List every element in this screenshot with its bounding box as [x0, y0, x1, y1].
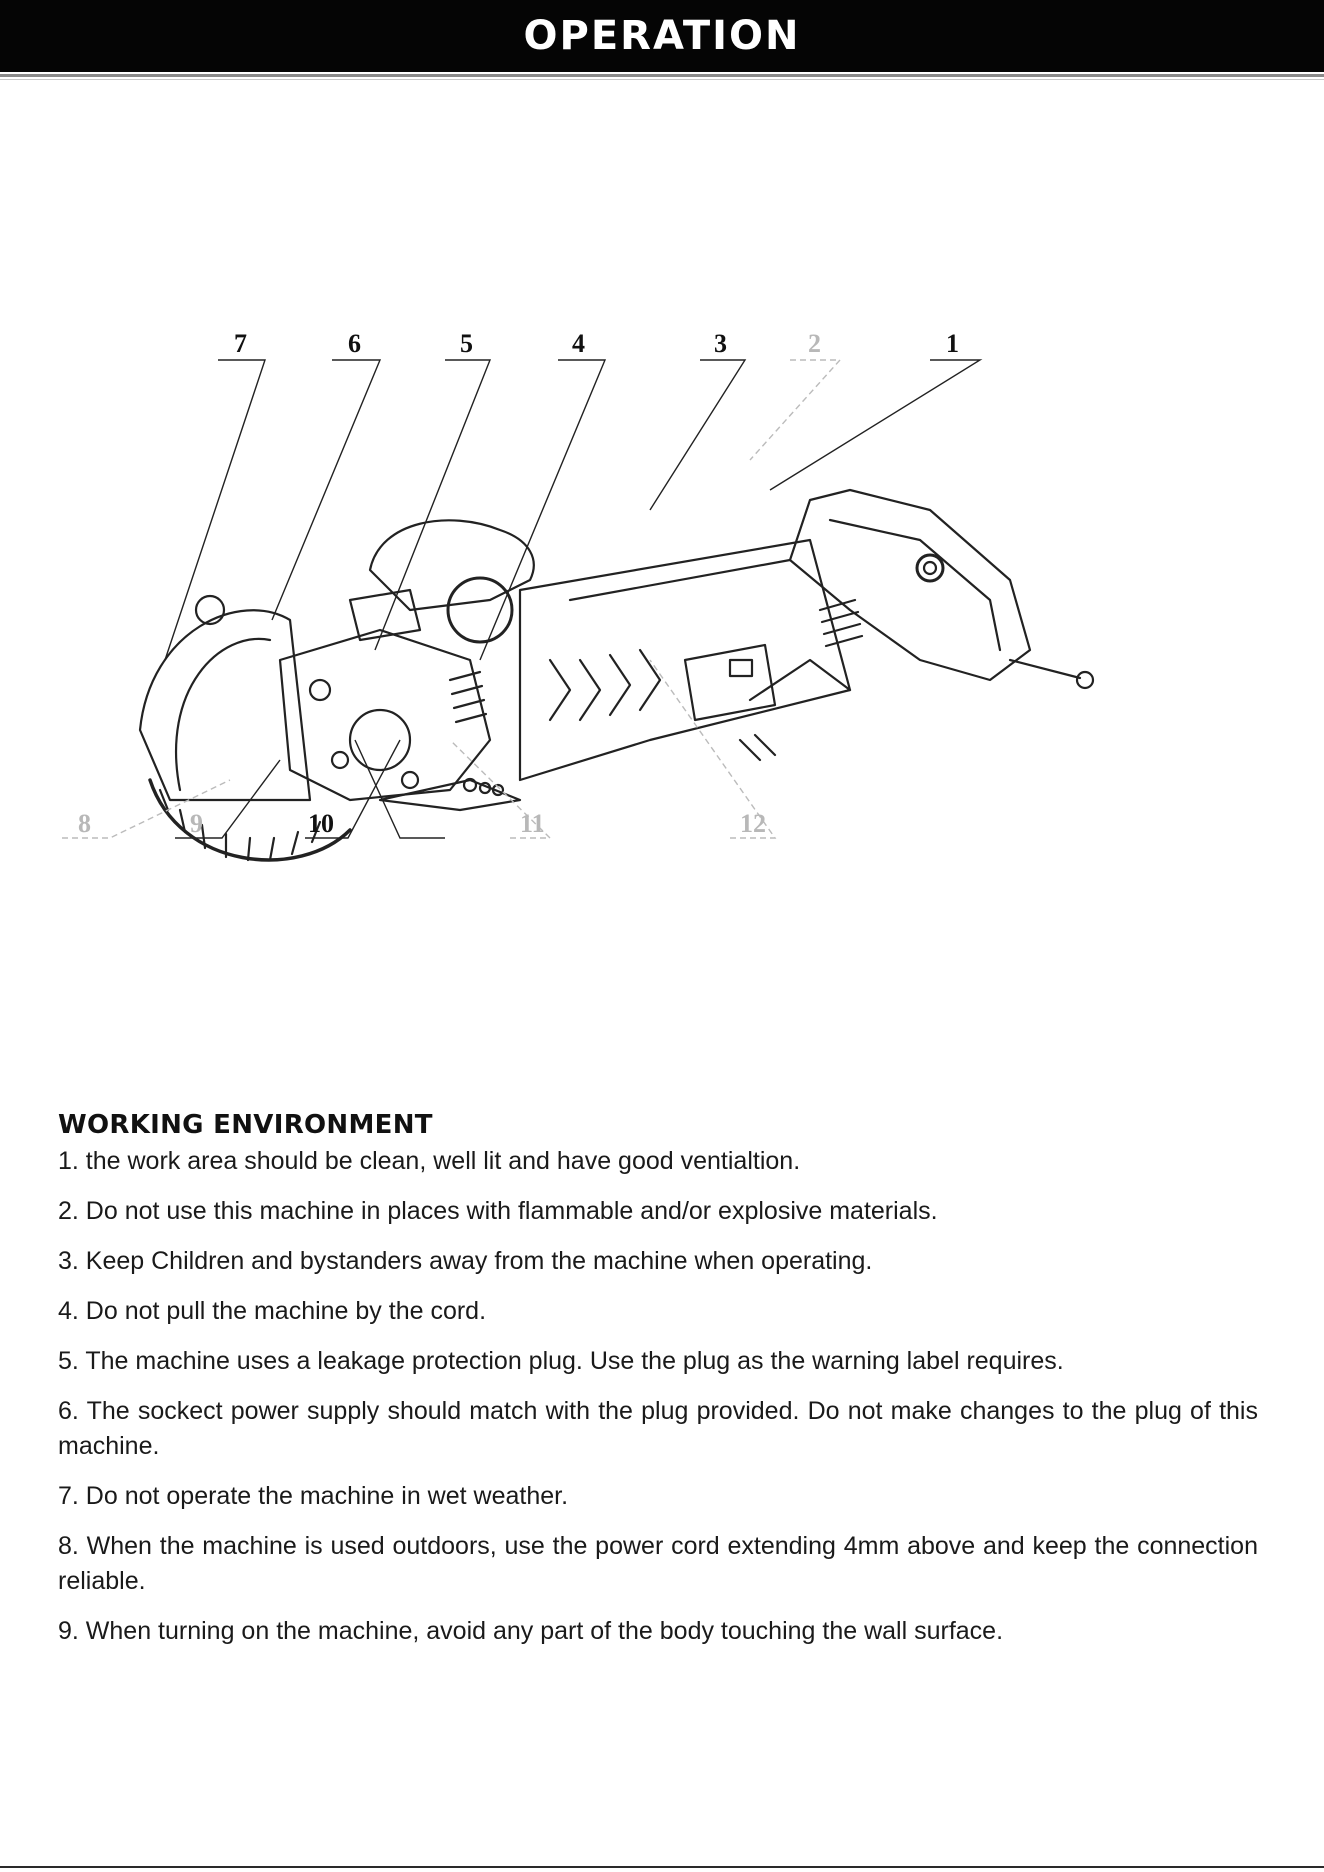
switch-knob [915, 553, 945, 583]
callout-7: 7 [234, 329, 247, 358]
list-item: 9. When turning on the machine, avoid an… [58, 1617, 1004, 1645]
list-item: 8. When the machine is used outdoors, us… [58, 1532, 1258, 1595]
header-rule-thin [0, 79, 1324, 80]
list-item: 1. the work area should be clean, well l… [58, 1147, 801, 1175]
callout-8: 8 [78, 809, 91, 838]
dust-port [368, 519, 535, 612]
callout-11: 11 [520, 809, 545, 838]
callout-12: 12 [740, 809, 766, 838]
base-plate [378, 778, 522, 812]
page-title: OPERATION [523, 13, 801, 59]
blade-guard [138, 609, 312, 802]
label-plate [683, 643, 777, 722]
section-heading: WORKING ENVIRONMENT [58, 1110, 433, 1140]
callout-4: 4 [572, 329, 585, 358]
motor-housing [518, 538, 852, 782]
list-item: 2. Do not use this machine in places wit… [58, 1197, 938, 1225]
working-environment-section: WORKING ENVIRONMENT 1. the work area sho… [58, 1110, 1258, 1664]
list-item: 6. The sockect power supply should match… [58, 1397, 1258, 1460]
list-item: 4. Do not pull the machine by the cord. [58, 1297, 487, 1325]
gearbox-housing [278, 628, 492, 802]
list-item: 5. The machine uses a leakage protection… [58, 1347, 1064, 1375]
rear-handle [788, 488, 1032, 682]
header-rule [0, 74, 1324, 77]
callout-1: 1 [946, 329, 959, 358]
footer-rule [0, 1866, 1324, 1868]
callout-2: 2 [808, 329, 821, 358]
callout-3: 3 [714, 329, 727, 358]
callout-10: 10 [308, 809, 334, 838]
dust-port-cap [446, 576, 514, 644]
header-bar: OPERATION [0, 0, 1324, 72]
callout-6: 6 [348, 329, 361, 358]
list-item: 7. Do not operate the machine in wet wea… [58, 1482, 569, 1510]
list-item: 3. Keep Children and bystanders away fro… [58, 1247, 873, 1275]
wall-chaser-diagram: 7 6 5 4 3 2 1 8 9 10 11 12 [62, 329, 1095, 862]
callout-9: 9 [190, 809, 203, 838]
callout-5: 5 [460, 329, 473, 358]
side-handle-bar [1008, 658, 1082, 680]
